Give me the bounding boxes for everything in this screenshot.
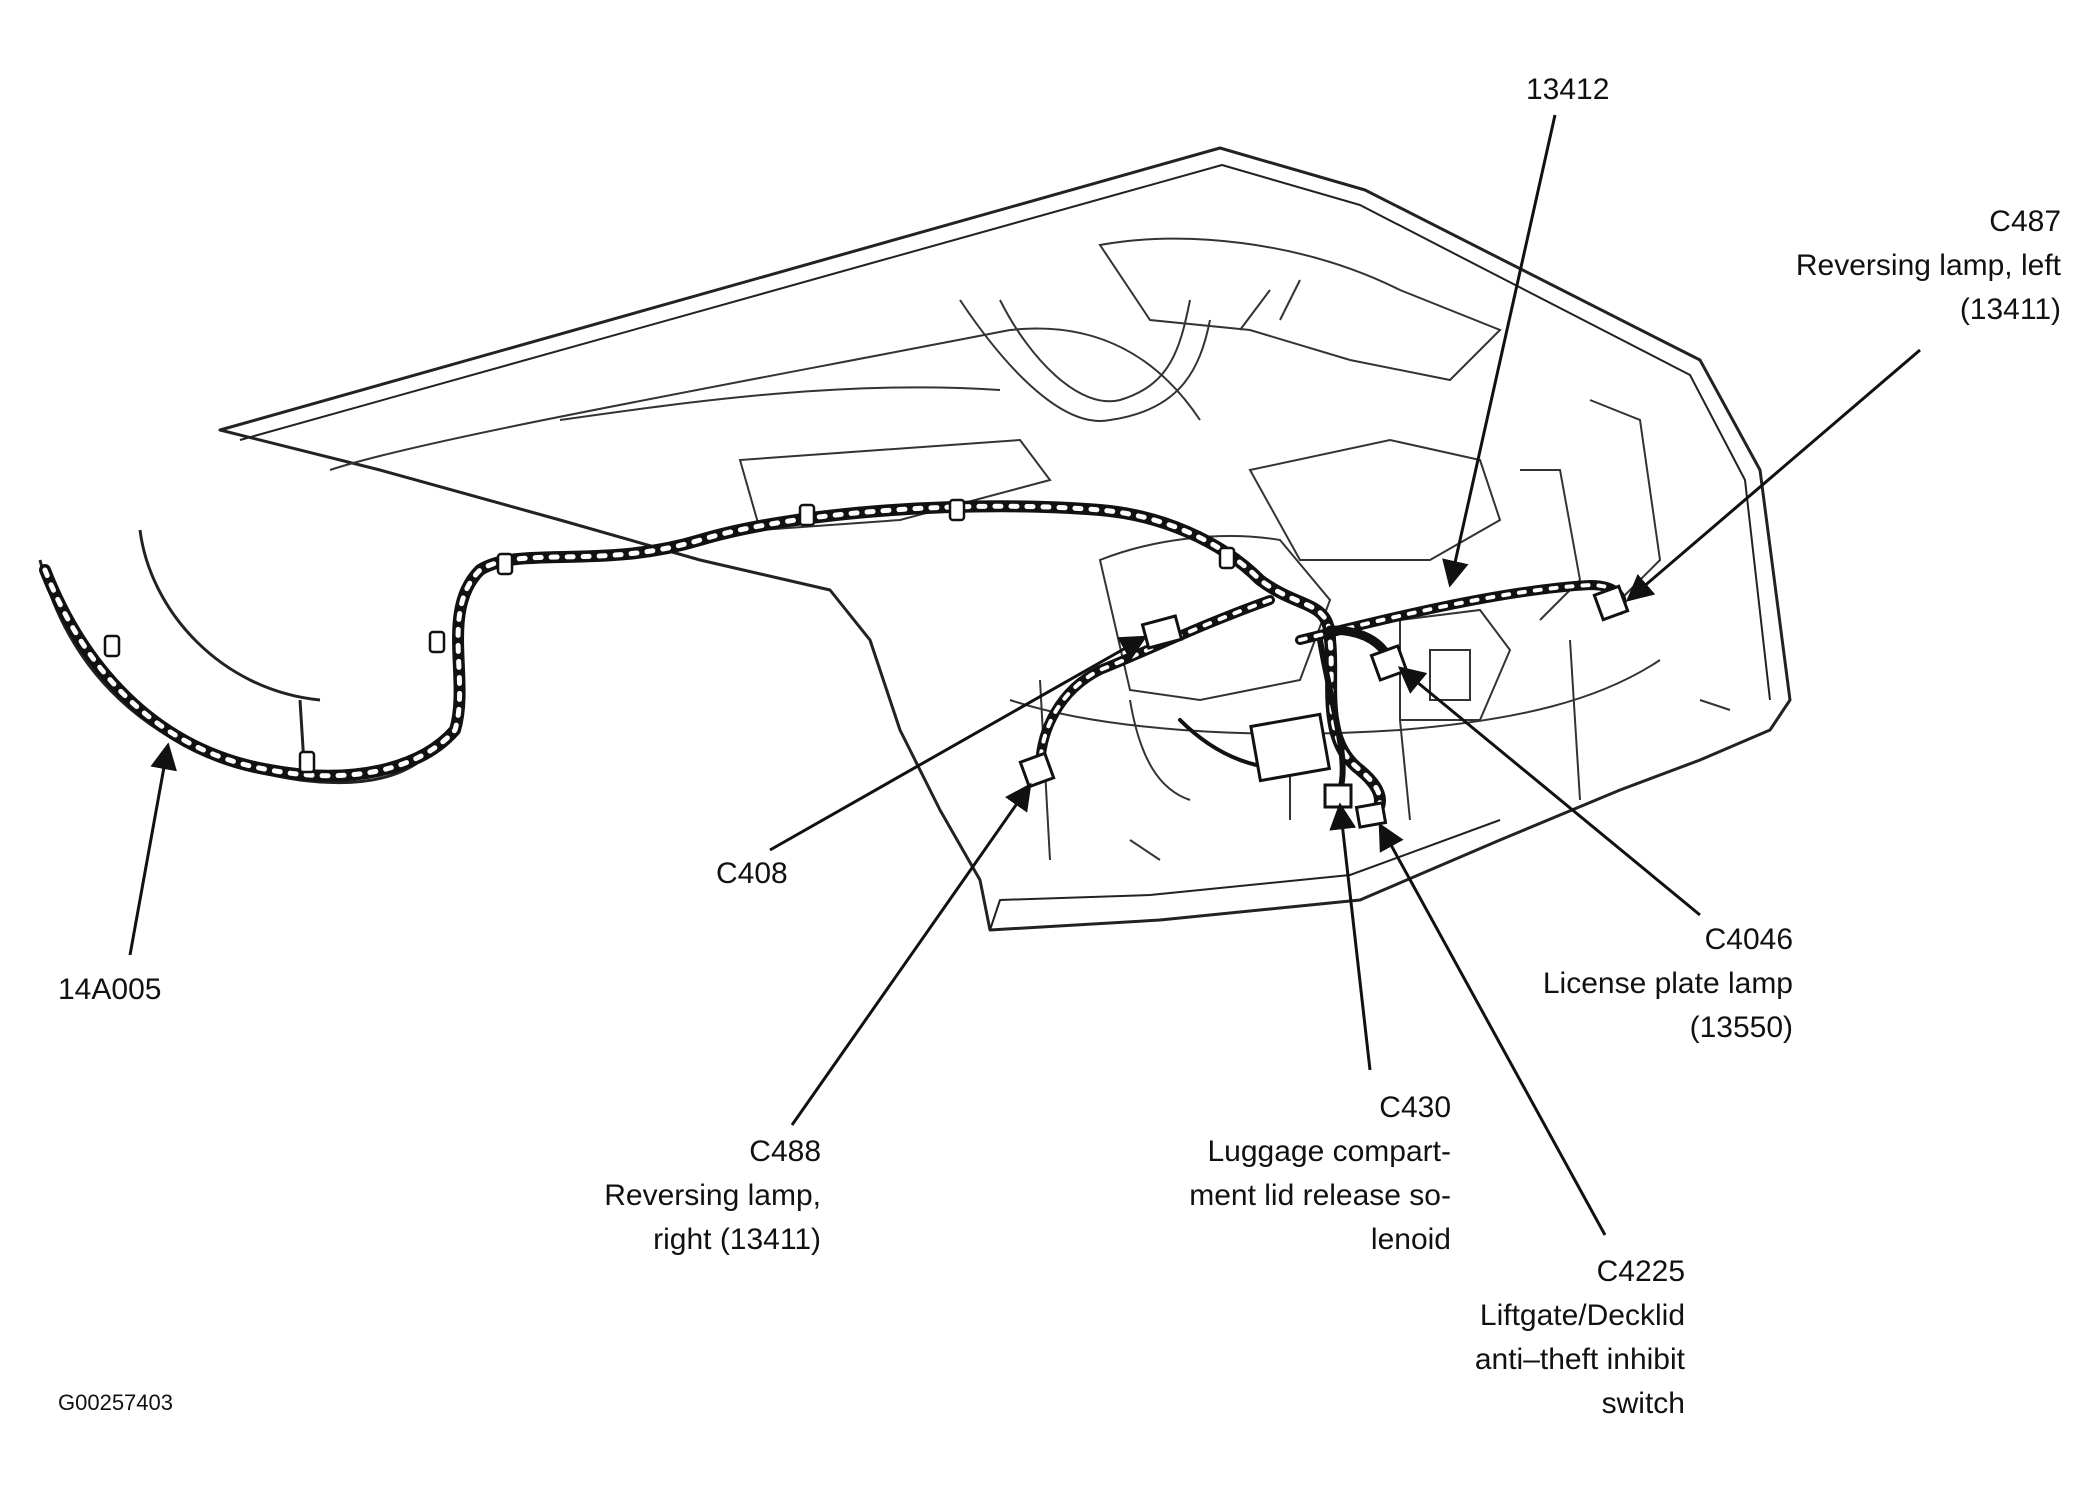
harness-clips xyxy=(103,498,1236,774)
label-c4046-line1: C4046 xyxy=(1704,923,1793,956)
label-c4225-line3: anti–theft inhibit xyxy=(1474,1343,1685,1376)
label-c487-line1: C487 xyxy=(1989,205,2061,238)
leader-c487 xyxy=(1625,348,1921,602)
decklid-outline xyxy=(218,146,1792,932)
label-c488-line1: C488 xyxy=(749,1135,821,1168)
label-c487-line3: (13411) xyxy=(1959,293,2061,326)
label-c4225-line2: Liftgate/Decklid xyxy=(1479,1299,1685,1332)
leader-c488 xyxy=(790,782,1032,1126)
leader-lines xyxy=(128,114,1921,1236)
connector-c4046 xyxy=(1369,644,1409,682)
connector-c430 xyxy=(1323,783,1353,809)
figure-id: G00257403 xyxy=(58,1390,173,1415)
leader-14a005 xyxy=(128,742,177,956)
connector-c488 xyxy=(1018,751,1056,789)
label-c4046-line3: (13550) xyxy=(1689,1011,1793,1044)
label-c488: C488 Reversing lamp, right (13411) xyxy=(604,1130,821,1262)
leader-c408 xyxy=(769,635,1148,852)
label-14a005-line1: 14A005 xyxy=(58,973,162,1006)
label-c4046: C4046 License plate lamp (13550) xyxy=(1543,918,1793,1050)
label-c487: C487 Reversing lamp, left (13411) xyxy=(1796,200,2061,332)
release-solenoid xyxy=(1249,712,1332,783)
label-c430-line4: lenoid xyxy=(1370,1223,1451,1256)
label-c408: C408 xyxy=(716,852,788,896)
label-c4046-line2: License plate lamp xyxy=(1542,967,1793,1000)
label-c487-line2: Reversing lamp, left xyxy=(1795,249,2061,282)
label-c430: C430 Luggage compart- ment lid release s… xyxy=(1189,1086,1451,1262)
label-13412-line1: 13412 xyxy=(1526,73,1610,106)
connectors xyxy=(1018,584,1630,829)
label-c408-line1: C408 xyxy=(716,857,788,890)
connector-c487 xyxy=(1592,584,1630,622)
connector-c408 xyxy=(1140,614,1184,650)
connector-c4225 xyxy=(1354,801,1388,829)
leader-c4225 xyxy=(1378,822,1607,1236)
leader-13412 xyxy=(1442,114,1557,588)
label-13412: 13412 xyxy=(1526,68,1609,112)
label-c4225-line4: switch xyxy=(1601,1387,1685,1420)
label-c430-line1: C430 xyxy=(1379,1091,1451,1124)
label-14a005: 14A005 xyxy=(58,968,161,1012)
label-c430-line2: Luggage compart- xyxy=(1207,1135,1452,1168)
label-c4225: C4225 Liftgate/Decklid anti–theft inhibi… xyxy=(1475,1250,1685,1426)
label-c488-line2: Reversing lamp, xyxy=(604,1179,821,1212)
wheel-arch-bracket xyxy=(38,529,442,785)
label-c488-line3: right (13411) xyxy=(653,1223,821,1256)
leader-c4046 xyxy=(1397,666,1701,917)
label-c4225-line1: C4225 xyxy=(1596,1255,1685,1288)
label-c430-line3: ment lid release so- xyxy=(1189,1179,1451,1212)
leader-c430 xyxy=(1329,802,1372,1071)
